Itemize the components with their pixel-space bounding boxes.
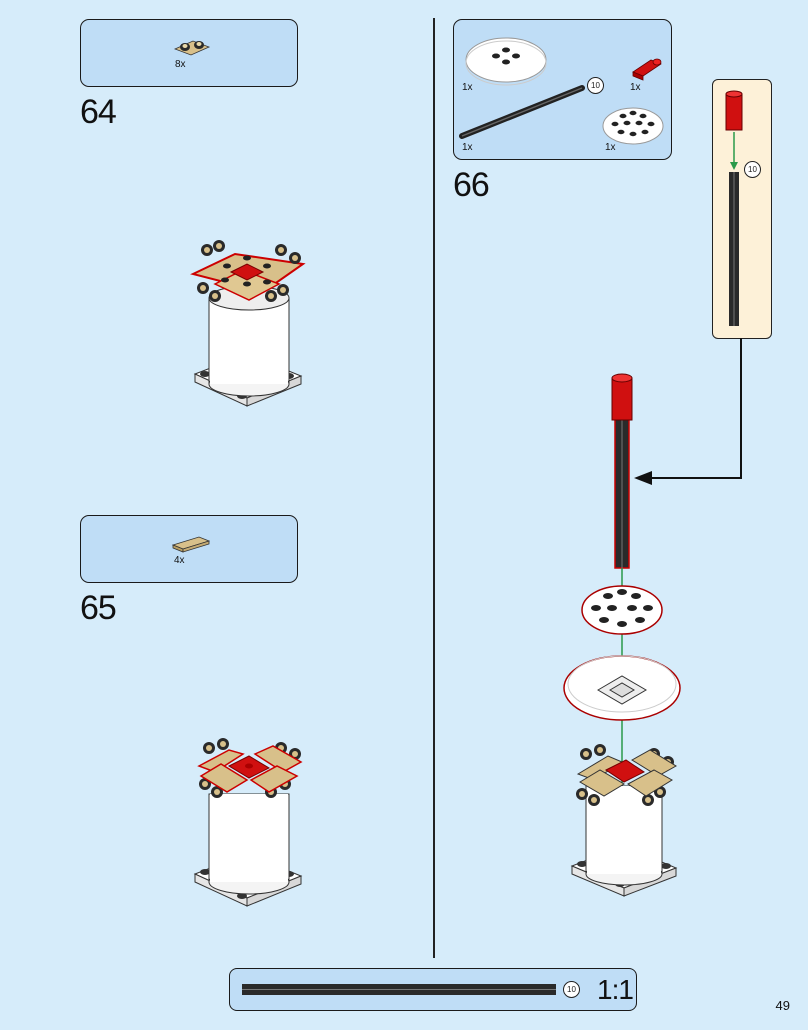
step-66-build-model — [563, 373, 681, 897]
parts-list-step-64: 8x — [80, 19, 298, 87]
callout-assembly-drawing — [725, 90, 743, 326]
callout-arrow — [634, 338, 742, 485]
axle-length-badge: 10 — [587, 77, 604, 94]
actual-size-axle-icon — [242, 984, 556, 995]
tan-tile-icon — [171, 536, 211, 553]
white-round-plate-icon — [465, 37, 547, 86]
step-number-66: 66 — [453, 166, 490, 204]
axle-length-badge: 10 — [563, 981, 580, 998]
part-quantity: 1x — [462, 82, 473, 93]
red-round-brick-icon — [632, 58, 662, 81]
step-64-build-model — [190, 240, 306, 407]
white-round-stud-plate-icon — [602, 107, 664, 145]
subassembly-callout: 10 — [712, 79, 772, 339]
part-quantity: 1x — [605, 142, 616, 153]
step-number-65: 65 — [80, 589, 117, 627]
step-number-64: 64 — [80, 93, 117, 131]
parts-list-step-65: 4x — [80, 515, 298, 583]
part-quantity: 4x — [174, 555, 185, 566]
axle-length-badge: 10 — [744, 161, 761, 178]
page-divider — [433, 18, 435, 958]
part-quantity: 1x — [630, 82, 641, 93]
page-number: 49 — [775, 998, 790, 1013]
tan-clip-plate-icon — [173, 40, 211, 56]
parts-list-step-66: 1x 1x 10 1x 1x — [453, 19, 672, 160]
black-axle-icon — [459, 85, 585, 139]
part-quantity: 8x — [175, 59, 186, 70]
scale-bar: 10 1:1 — [229, 968, 637, 1011]
step-65-build-model — [193, 738, 303, 907]
part-quantity: 1x — [462, 142, 473, 153]
scale-label: 1:1 — [597, 974, 634, 1005]
